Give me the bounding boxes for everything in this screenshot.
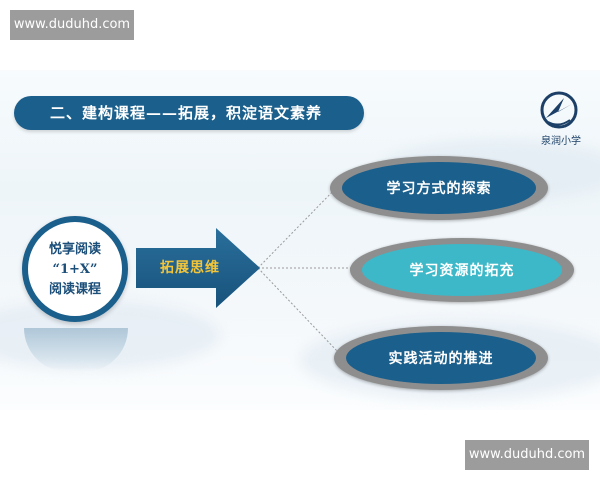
branch-label-2: 学习资源的拓充	[409, 263, 515, 279]
slide: 二、建构课程——拓展，积淀语文素养 泉润小学 悦享阅读 “1+X” 阅读课程	[0, 70, 600, 410]
watermark-bottom: www.duduhd.com	[465, 440, 589, 470]
slide-title: 二、建构课程——拓展，积淀语文素养	[50, 104, 323, 122]
branch-label-1: 学习方式的探索	[386, 181, 492, 197]
branch-label-3: 实践活动的推进	[388, 351, 494, 367]
logo-text: 泉润小学	[541, 136, 581, 147]
center-line-1: 悦享阅读	[48, 242, 101, 257]
title-bar: 二、建构课程——拓展，积淀语文素养	[14, 96, 364, 130]
arrow-label: 拓展思维	[160, 260, 220, 276]
branch-oval-1: 学习方式的探索	[342, 162, 536, 214]
connector-line-1	[257, 185, 339, 269]
center-line-2: “1+X”	[52, 262, 98, 277]
logo-emblem-icon	[540, 91, 578, 129]
school-logo: 泉润小学	[534, 88, 584, 147]
watermark-top: www.duduhd.com	[10, 10, 134, 40]
center-line-3: 阅读课程	[48, 282, 101, 297]
center-circle: 悦享阅读 “1+X” 阅读课程	[22, 216, 128, 322]
branch-oval-2: 学习资源的拓充	[362, 244, 562, 296]
right-arrow-icon	[136, 228, 260, 308]
branch-oval-3: 实践活动的推进	[346, 332, 536, 384]
cloud-decoration	[0, 300, 220, 370]
